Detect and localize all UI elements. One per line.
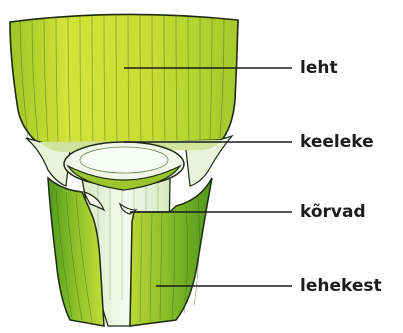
label-leaf: leht <box>300 60 338 77</box>
label-auricles: kõrvad <box>300 204 366 221</box>
leaf-sheath <box>48 173 212 326</box>
leaf-blade <box>10 14 238 145</box>
label-ligule: keeleke <box>300 134 374 151</box>
label-sheath: lehekest <box>300 278 382 295</box>
